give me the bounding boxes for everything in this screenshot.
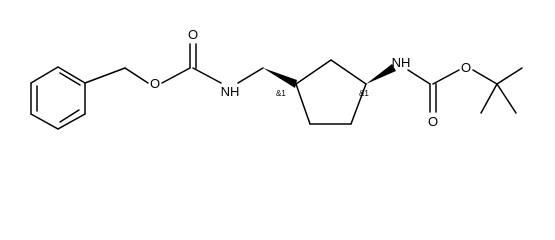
bond xyxy=(295,83,311,125)
atom-oxygen-carbonyl-left: O xyxy=(188,27,198,42)
bond xyxy=(192,67,222,84)
bond xyxy=(30,113,59,130)
bond xyxy=(432,69,460,85)
methyl-bond xyxy=(496,83,517,114)
bond xyxy=(161,67,191,84)
methyl-bond xyxy=(496,67,523,85)
structure-diagram: O O NH NH O O &1 &1 xyxy=(30,27,523,130)
boc-chain xyxy=(407,67,523,114)
atom-nh-right: NH xyxy=(392,55,411,70)
bond xyxy=(330,59,367,85)
structure-canvas: O O NH NH O O &1 &1 xyxy=(30,27,523,130)
bond xyxy=(472,69,498,85)
bond xyxy=(57,113,86,130)
methyl-bond xyxy=(480,83,498,114)
atom-oxygen-carbonyl-right: O xyxy=(428,114,438,129)
cyclopentane-ring xyxy=(295,59,367,125)
cbz-chain xyxy=(84,43,264,84)
atom-nh-left: NH xyxy=(221,84,240,99)
atom-oxygen-ether-right: O xyxy=(461,60,471,75)
bond xyxy=(57,66,86,84)
atom-oxygen-ether-left: O xyxy=(150,76,160,91)
bond xyxy=(30,66,59,84)
bond xyxy=(295,59,332,85)
wedge-bond xyxy=(263,68,297,88)
bond xyxy=(407,69,431,85)
bond xyxy=(350,83,367,125)
bond xyxy=(237,67,264,84)
aromatic-bond xyxy=(59,109,80,123)
aromatic-bond xyxy=(59,72,81,86)
wedge-bond xyxy=(366,64,396,84)
bond xyxy=(124,67,149,84)
bond xyxy=(84,67,126,84)
stereo-label-c1: &1 xyxy=(276,89,286,98)
stereo-label-c3: &1 xyxy=(359,89,369,98)
benzene-ring xyxy=(30,66,86,130)
